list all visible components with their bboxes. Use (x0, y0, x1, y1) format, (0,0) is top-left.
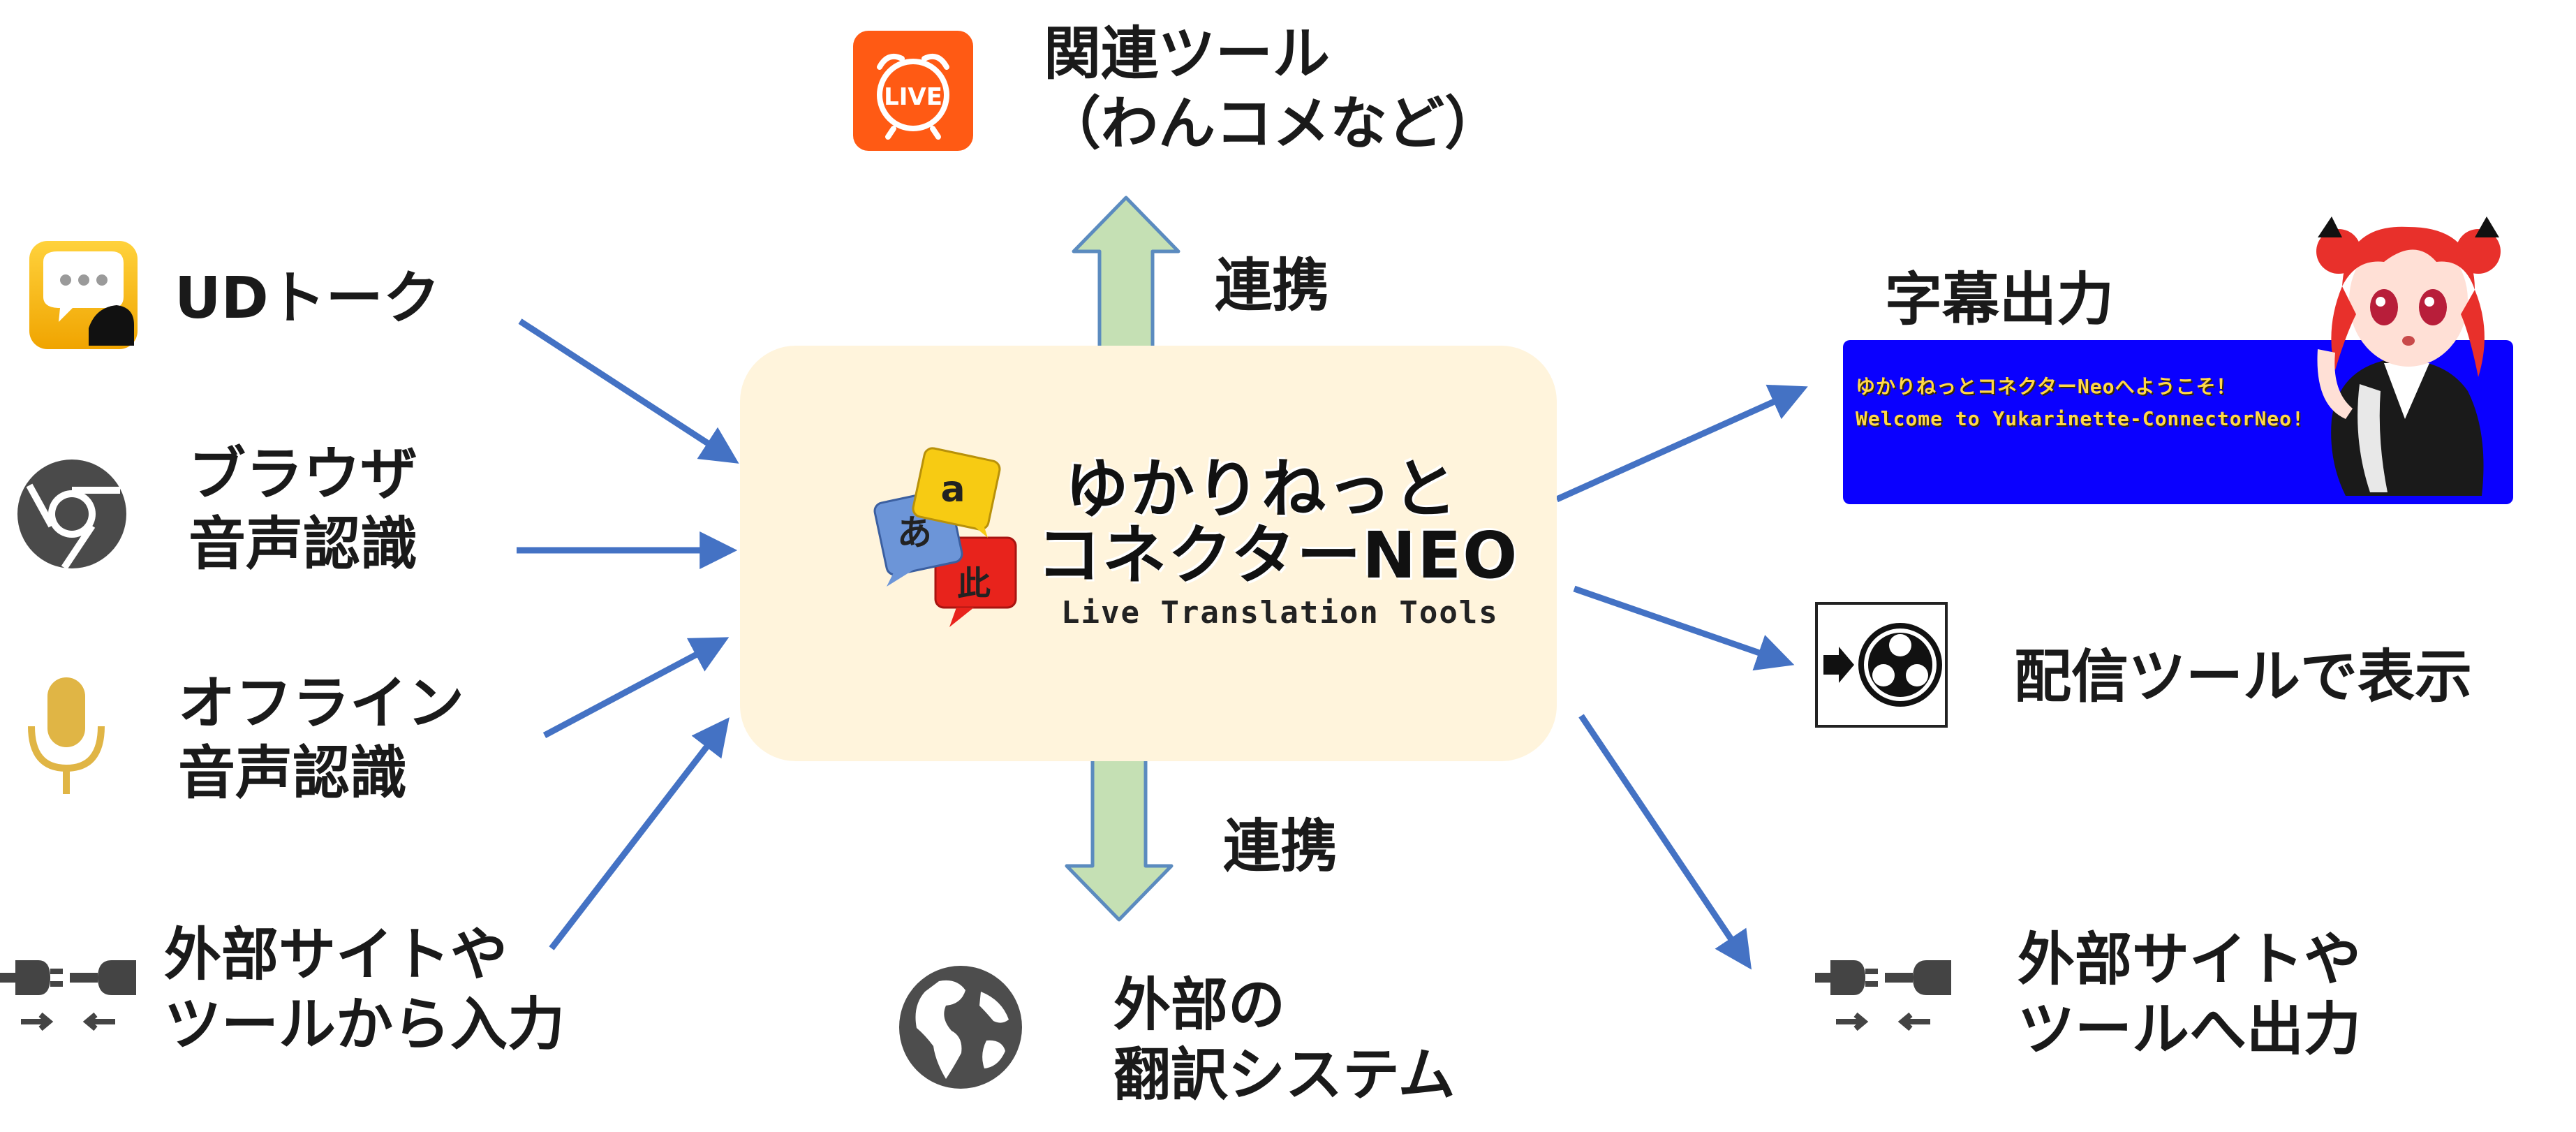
bubble-a-text: a (940, 469, 965, 510)
microphone-icon (28, 677, 105, 794)
output-obs-label: 配信ツールで表示 (2014, 644, 2473, 710)
subtitle-preview-line1: ゆかりねっとコネクターNeoへようこそ！ (1856, 375, 2237, 398)
arrow-udtalk-to-center (518, 318, 739, 464)
live-icon-text: LIVE (884, 83, 942, 111)
output-subtitle-label: 字幕出力 (1885, 267, 2115, 333)
chrome-icon (17, 460, 126, 570)
yukarinette-connector-neo-box (740, 346, 1557, 761)
arrow-center-to-obs (1573, 585, 1795, 671)
subtitle-preview-line2: Welcome to Yukarinette-ConnectorNeo! (1856, 407, 2304, 430)
arrow-external-in-to-center (549, 717, 730, 950)
arrow-center-to-subtitle (1555, 384, 1808, 503)
link-label-top: 連携 (1215, 253, 1330, 319)
onecomme-live-icon: LIVE (853, 31, 973, 151)
bubble-jp-text: あ (897, 513, 932, 553)
external-translation-label: 外部の 翻訳システム (1113, 972, 1456, 1109)
link-label-bottom: 連携 (1223, 814, 1338, 880)
app-subtitle: Live Translation Tools (1061, 595, 1499, 631)
translation-bubbles-icon: a あ 此 (873, 447, 1017, 627)
arrow-center-to-external-out (1578, 714, 1752, 970)
app-title-line2: コネクターNEO (1037, 518, 1519, 593)
obs-icon (1815, 602, 1948, 728)
plug-icon-output (1815, 960, 1951, 1031)
related-tools-label: 関連ツール （わんコメなど） (1044, 21, 1502, 158)
output-external-label: 外部サイトや ツールへ出力 (2018, 927, 2362, 1064)
input-udtalk-label: UDトーク (175, 265, 441, 332)
app-title-line1: ゆかりねっと (1065, 452, 1459, 527)
globe-icon (899, 966, 1022, 1089)
input-external-label: 外部サイトや ツールから入力 (164, 922, 565, 1059)
bubble-cn-text: 此 (957, 564, 991, 603)
plug-icon-input (0, 960, 136, 1031)
ud-talk-icon (29, 241, 138, 349)
arrow-offline-to-center (542, 637, 730, 738)
input-browser-speech-label: ブラウザ 音声認識 (188, 441, 418, 578)
yukari-character-illustration (2316, 216, 2501, 496)
input-offline-speech-label: オフライン 音声認識 (178, 670, 465, 807)
